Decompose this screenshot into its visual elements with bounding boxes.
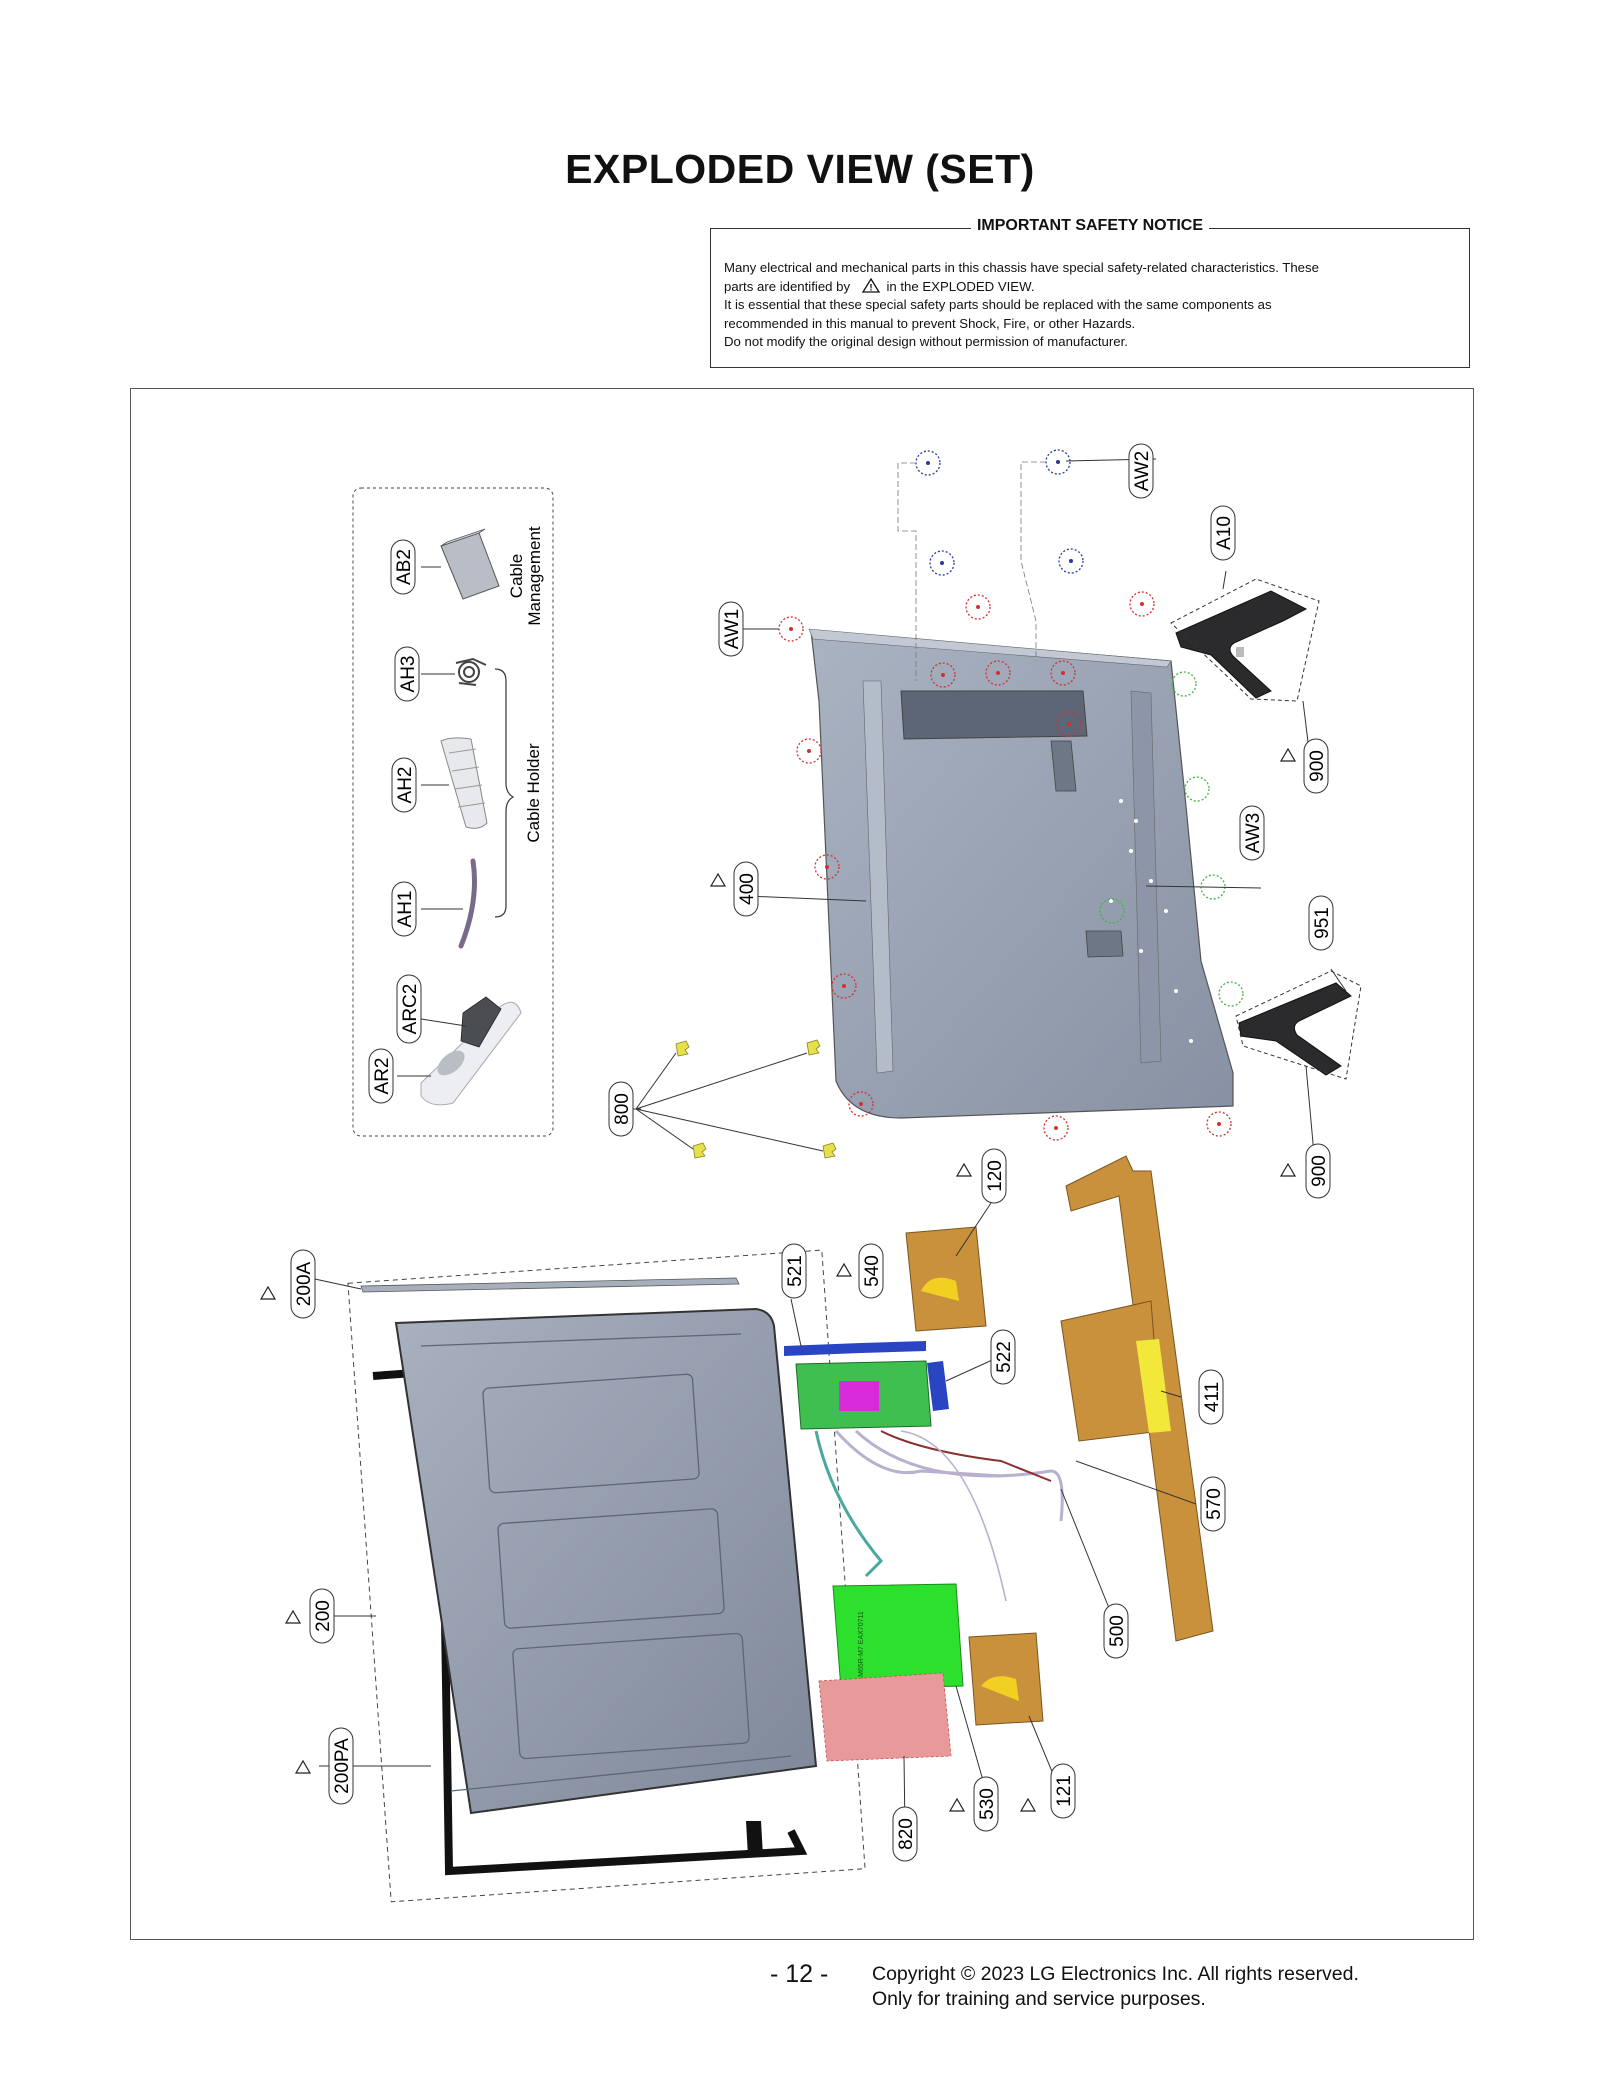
part-label-121: 121 bbox=[1054, 1775, 1075, 1807]
speaker-121 bbox=[968, 1632, 1044, 1726]
back-cover bbox=[810, 630, 1234, 1119]
part-label-570: 570 bbox=[1204, 1488, 1225, 1520]
part-label-AH2: AH2 bbox=[395, 767, 416, 804]
remote-control bbox=[420, 996, 522, 1106]
wall-mount-clips bbox=[675, 1039, 837, 1159]
display-panel bbox=[394, 1307, 818, 1815]
stand-bottom bbox=[1235, 970, 1362, 1080]
insulator-sheet bbox=[818, 1672, 952, 1762]
exploded-view-diagram: Cable Management Cable Holder bbox=[130, 388, 1474, 1940]
page-number: - 12 - bbox=[770, 1960, 829, 1988]
notice-line-3: It is essential that these special safet… bbox=[724, 297, 1272, 312]
speaker-120 bbox=[905, 1226, 987, 1332]
part-label-AH3: AH3 bbox=[398, 656, 419, 693]
part-label-200PA: 200PA bbox=[332, 1738, 353, 1794]
copyright-line-1: Copyright © 2023 LG Electronics Inc. All… bbox=[872, 1963, 1359, 1985]
panel-packing-frame bbox=[347, 1249, 866, 1903]
part-label-200A: 200A bbox=[294, 1261, 315, 1306]
cable-holder-ah1 bbox=[458, 858, 477, 949]
part-label-AH1: AH1 bbox=[395, 891, 416, 928]
part-label-AW2: AW2 bbox=[1132, 451, 1153, 491]
part-label-500: 500 bbox=[1107, 1615, 1128, 1647]
cable-clip-ah3 bbox=[455, 657, 487, 686]
copyright-notice: Copyright © 2023 LG Electronics Inc. All… bbox=[872, 1962, 1359, 2012]
part-label-200: 200 bbox=[313, 1600, 334, 1632]
power-board: LM65R-M7 EAX70711 bbox=[832, 1583, 964, 1690]
cable-holder-label: Cable Holder bbox=[524, 743, 543, 843]
part-label-951: 951 bbox=[1312, 907, 1333, 939]
part-label-820: 820 bbox=[896, 1818, 917, 1850]
part-label-AB2: AB2 bbox=[394, 549, 415, 585]
part-label-411: 411 bbox=[1202, 1382, 1223, 1412]
accessories-box bbox=[352, 487, 554, 1137]
notice-line-5: Do not modify the original design withou… bbox=[724, 334, 1128, 349]
copyright-line-2: Only for training and service purposes. bbox=[872, 1988, 1206, 2010]
part-label-900-bottom: 900 bbox=[1309, 1155, 1330, 1187]
part-label-540: 540 bbox=[862, 1255, 883, 1287]
bracket-411 bbox=[1060, 1155, 1214, 1642]
part-label-AR2: AR2 bbox=[372, 1058, 393, 1095]
panel-bar-200A bbox=[360, 1277, 740, 1293]
part-label-521: 521 bbox=[785, 1255, 806, 1287]
power-board-text: LM65R-M7 EAX70711 bbox=[858, 1611, 865, 1681]
safety-notice-title: IMPORTANT SAFETY NOTICE bbox=[970, 217, 1210, 234]
page-title: EXPLODED VIEW (SET) bbox=[565, 146, 1035, 192]
part-label-ARC2: ARC2 bbox=[400, 984, 421, 1035]
notice-line-4: recommended in this manual to prevent Sh… bbox=[724, 315, 1136, 331]
stand-top bbox=[1170, 578, 1320, 702]
cable-management-clip bbox=[440, 528, 500, 600]
part-label-AW1: AW1 bbox=[722, 609, 743, 649]
safety-notice-box: IMPORTANT SAFETY NOTICE Many electrical … bbox=[710, 217, 1470, 368]
warning-triangle-icon: ! bbox=[861, 277, 880, 293]
part-label-A10: A10 bbox=[1214, 516, 1235, 550]
notice-line-2-pre: parts are identified by bbox=[724, 278, 851, 294]
part-label-900-top: 900 bbox=[1307, 750, 1328, 782]
notice-line-1: Many electrical and mechanical parts in … bbox=[724, 260, 1319, 275]
part-label-530: 530 bbox=[977, 1788, 998, 1820]
part-label-800: 800 bbox=[612, 1093, 633, 1125]
main-board bbox=[784, 1341, 949, 1430]
cable-holder-ah2 bbox=[440, 737, 488, 829]
part-label-120: 120 bbox=[985, 1160, 1006, 1192]
part-label-AW3: AW3 bbox=[1243, 813, 1264, 853]
svg-text:!: ! bbox=[869, 282, 872, 292]
part-label-400: 400 bbox=[737, 873, 758, 905]
screws-red bbox=[778, 591, 1232, 1141]
cable-management-label-2: Management bbox=[525, 526, 544, 626]
notice-line-2-post: in the EXPLODED VIEW. bbox=[886, 278, 1035, 294]
screws-blue bbox=[915, 449, 1084, 576]
cable-management-label-1: Cable bbox=[507, 554, 526, 598]
safety-notice-text: Many electrical and mechanical parts in … bbox=[724, 259, 1456, 352]
part-label-522: 522 bbox=[994, 1341, 1015, 1373]
